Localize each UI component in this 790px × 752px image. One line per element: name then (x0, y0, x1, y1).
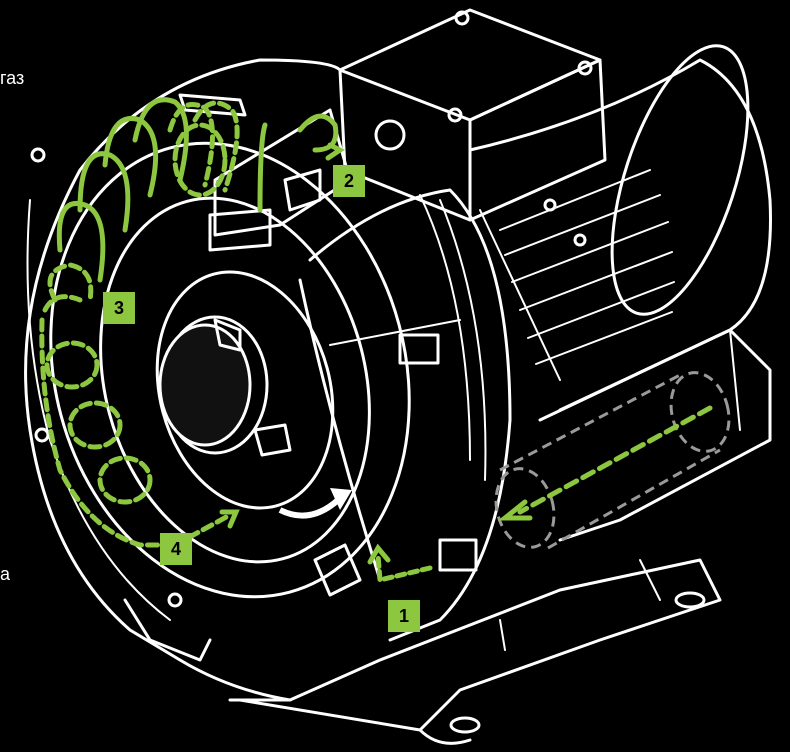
flow-step-1 (375, 552, 433, 584)
step-badge-3: 3 (103, 292, 135, 324)
cover-shell (298, 188, 512, 642)
blower-line-art (24, 8, 772, 745)
step-badge-2: 2 (333, 165, 365, 197)
terminal-box (338, 8, 607, 247)
edge-label-top: газ (0, 68, 25, 88)
rotation-arrow (278, 488, 352, 519)
return-loops (39, 317, 233, 548)
inlet-flow-arrow (517, 405, 713, 515)
air-flow-path (39, 97, 713, 584)
impeller-ring (49, 141, 411, 599)
edge-label-bottom: а (0, 564, 11, 584)
motor-body (468, 44, 772, 412)
step-badge-4: 4 (160, 533, 192, 565)
spiral-coils (42, 97, 345, 313)
shaft-hub (158, 315, 292, 457)
base-foot (228, 558, 722, 745)
side-bracket (538, 328, 772, 542)
step-badge-1: 1 (388, 600, 420, 632)
inlet-tube-outline (494, 371, 731, 550)
